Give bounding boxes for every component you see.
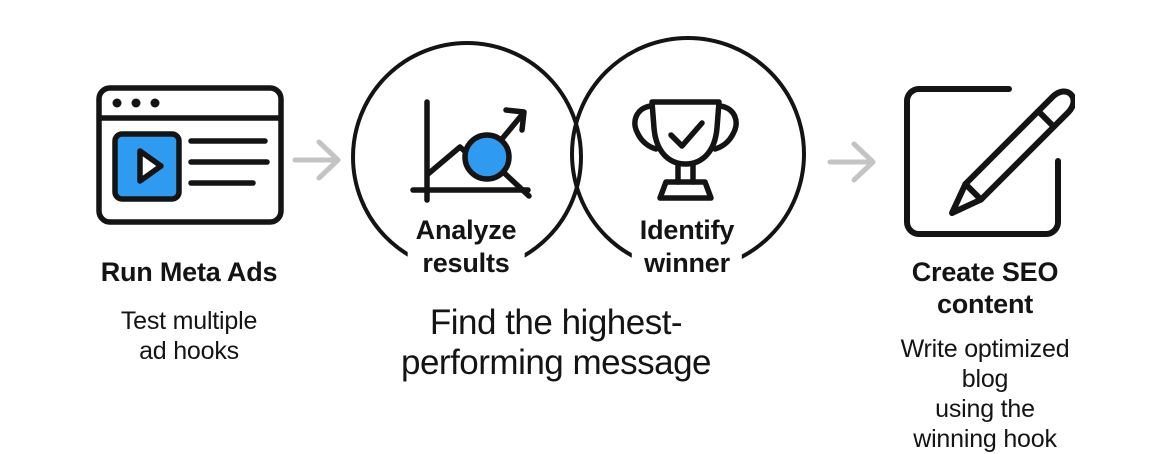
right-arrow-icon bbox=[826, 139, 878, 185]
trophy-check-icon bbox=[628, 96, 743, 204]
analyze-results-label: Analyze results bbox=[407, 214, 525, 280]
notepad-pencil-icon bbox=[903, 84, 1077, 240]
step3-title: Create SEO content bbox=[911, 257, 1059, 319]
browser-video-ad-icon bbox=[95, 84, 285, 226]
identify-winner-label: Identify winner bbox=[631, 214, 743, 280]
check-icon bbox=[668, 120, 705, 149]
step1-title: Run Meta Ads bbox=[100, 257, 278, 287]
workflow-diagram: { "palette": { "accent_blue": "#2F9BF0",… bbox=[95, 36, 1077, 453]
step3-subtitle: Write optimized blog using the winning h… bbox=[900, 335, 1070, 453]
step1-subtitle: Test multiple ad hooks bbox=[120, 307, 258, 365]
right-arrow-icon bbox=[291, 137, 343, 183]
pencil-icon bbox=[949, 88, 1077, 216]
venn-caption: Find the highest- performing message bbox=[400, 303, 712, 382]
line-chart-growth-icon bbox=[408, 93, 536, 205]
play-icon bbox=[137, 148, 164, 184]
data-point bbox=[462, 132, 512, 182]
